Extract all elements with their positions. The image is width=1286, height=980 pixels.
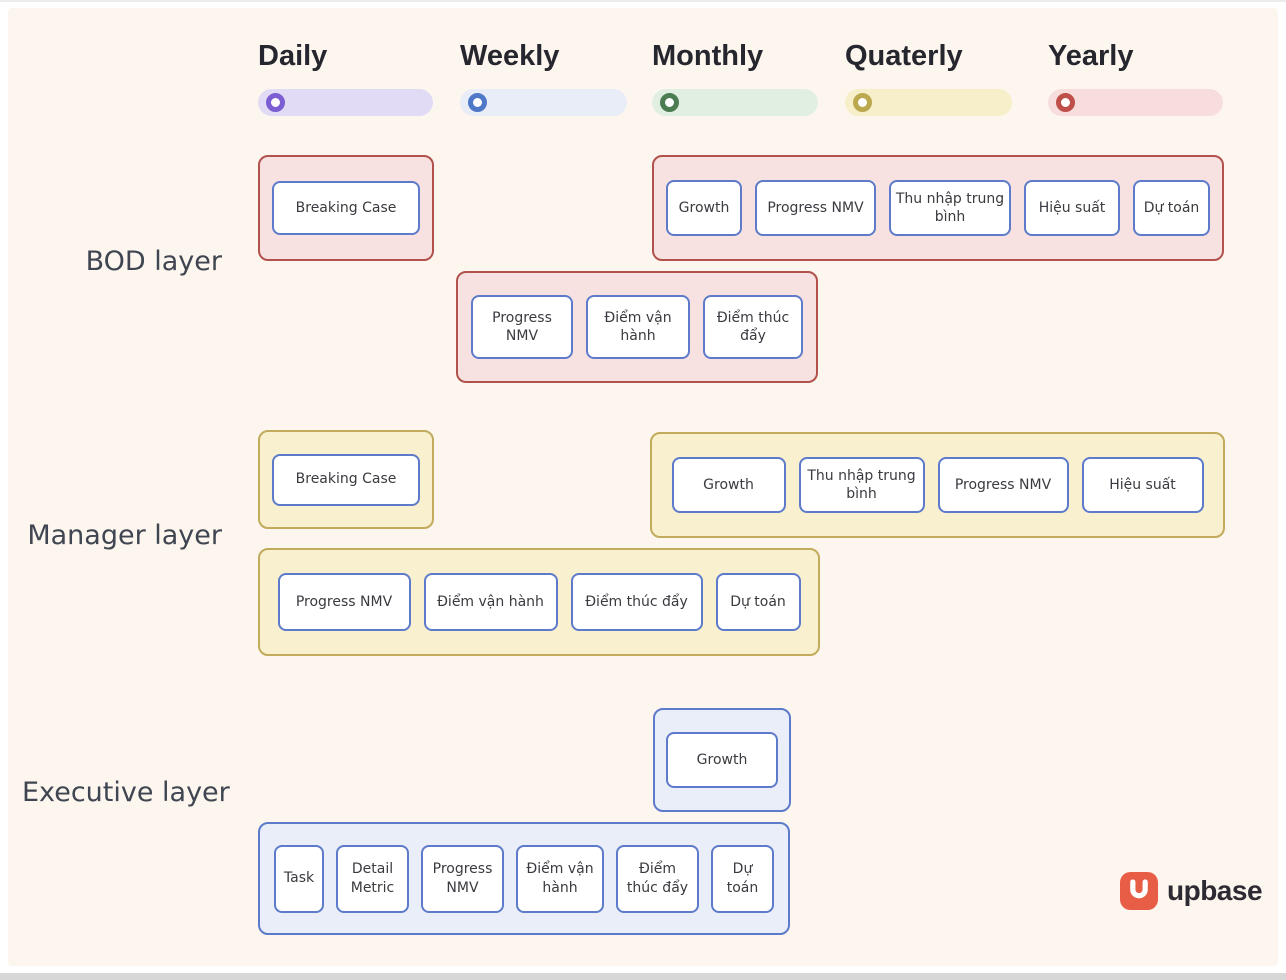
column-header-monthly: Monthly — [652, 40, 764, 72]
metric-box-thu-nhap: Thu nhập trung bình — [889, 180, 1011, 236]
metric-box-diem-van-hanh: Điểm vận hành — [423, 573, 558, 631]
frequency-pill-monthly — [652, 89, 818, 116]
metric-box-detail-metric: Detail Metric — [336, 844, 409, 913]
metric-box-hieu-suat: Hiệu suất — [1081, 457, 1204, 513]
column-header-weekly: Weekly — [460, 40, 560, 72]
metric-box-progress-nmv: Progress NMV — [937, 457, 1069, 513]
metric-box-growth: Growth — [666, 180, 742, 236]
metric-box-task: Task — [274, 844, 324, 913]
metric-box-diem-thuc-day: Điểm thúc đẩy — [616, 844, 699, 913]
frequency-pill-yearly — [1048, 89, 1223, 116]
metric-box-progress-nmv: Progress NMV — [421, 844, 504, 913]
metric-box-progress-nmv: Progress NMV — [471, 295, 573, 359]
column-header-yearly: Yearly — [1048, 40, 1134, 72]
frequency-pill-weekly — [460, 89, 627, 116]
metric-box-progress-nmv: Progress NMV — [277, 573, 411, 631]
group-manager-weekly: Progress NMV Điểm vận hành Điểm thúc đẩy… — [258, 548, 820, 656]
frequency-pill-quaterly — [845, 89, 1012, 116]
metric-box-thu-nhap: Thu nhập trung bình — [798, 457, 925, 513]
upbase-logo-icon — [1120, 872, 1158, 910]
bottom-divider — [0, 973, 1286, 980]
top-divider — [0, 0, 1286, 2]
ring-dot-icon — [266, 93, 285, 112]
ring-dot-icon — [1056, 93, 1075, 112]
metric-box-hieu-suat: Hiệu suất — [1024, 180, 1120, 236]
metric-box-breaking-case: Breaking Case — [272, 181, 420, 235]
ring-dot-icon — [660, 93, 679, 112]
ring-dot-icon — [853, 93, 872, 112]
group-executive-daily-weekly: Task Detail Metric Progress NMV Điểm vận… — [258, 822, 790, 935]
frequency-pill-daily — [258, 89, 433, 116]
upbase-logo: upbase — [1120, 872, 1263, 910]
metric-box-diem-thuc-day: Điểm thúc đẩy — [703, 295, 803, 359]
group-bod-monthly-yearly: Growth Progress NMV Thu nhập trung bình … — [652, 155, 1224, 261]
metric-box-diem-van-hanh: Điểm vận hành — [586, 295, 690, 359]
row-label-bod: BOD layer — [85, 246, 222, 277]
metric-box-growth: Growth — [671, 457, 786, 513]
ring-dot-icon — [468, 93, 487, 112]
metric-box-du-toan: Dự toán — [711, 844, 774, 913]
metric-box-progress-nmv: Progress NMV — [755, 180, 876, 236]
metric-box-du-toan: Dự toán — [715, 573, 801, 631]
metric-box-breaking-case: Breaking Case — [272, 453, 420, 506]
row-label-executive: Executive layer — [22, 777, 230, 808]
group-bod-weekly: Progress NMV Điểm vận hành Điểm thúc đẩy — [456, 271, 818, 383]
group-manager-daily: Breaking Case — [258, 430, 434, 529]
upbase-logo-wordmark: upbase — [1167, 875, 1263, 906]
group-executive-monthly: Growth — [653, 708, 791, 812]
row-label-manager: Manager layer — [27, 520, 222, 551]
group-manager-monthly-yearly: Growth Thu nhập trung bình Progress NMV … — [650, 432, 1225, 538]
group-bod-daily: Breaking Case — [258, 155, 434, 261]
metric-box-growth: Growth — [666, 732, 778, 788]
column-header-daily: Daily — [258, 40, 328, 72]
metric-box-diem-thuc-day: Điểm thúc đẩy — [570, 573, 703, 631]
column-header-quaterly: Quaterly — [845, 40, 963, 72]
metric-box-du-toan: Dự toán — [1133, 180, 1210, 236]
metric-box-diem-van-hanh: Điểm vận hành — [516, 844, 604, 913]
